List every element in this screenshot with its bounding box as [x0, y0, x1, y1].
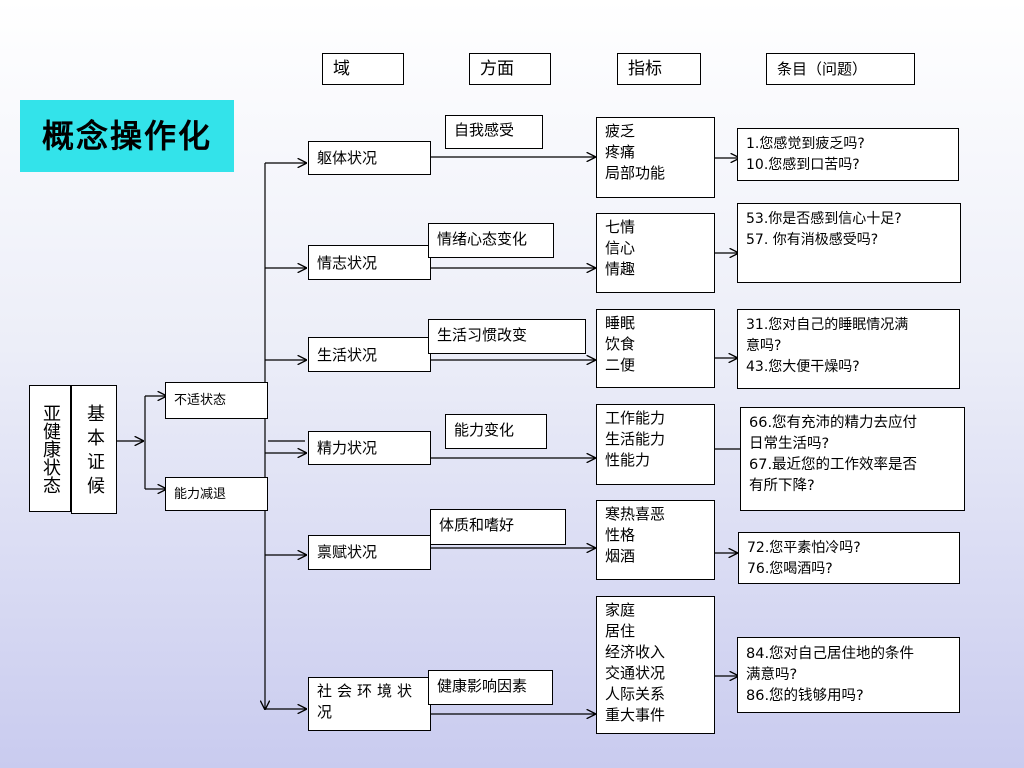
state-decline: 能力减退 — [165, 477, 268, 511]
item-box-1: 1.您感觉到疲乏吗? 10.您感到口苦吗? — [737, 128, 959, 181]
aspect-box-5: 体质和嗜好 — [430, 509, 566, 545]
indicator-item: 二便 — [605, 356, 636, 374]
item-box-4: 66.您有充沛的精力去应付 日常生活吗? 67.最近您的工作效率是否 有所下降? — [740, 407, 965, 511]
indicator-item: 工作能力 — [605, 409, 666, 427]
item-box-3: 31.您对自己的睡眠情况满 意吗? 43.您大便干燥吗? — [737, 309, 960, 389]
domain-box-3: 生活状况 — [308, 337, 431, 372]
indicator-item: 家庭 — [605, 601, 636, 619]
indicator-box-4: 工作能力 生活能力 性能力 — [596, 404, 715, 485]
question-line: 1.您感觉到疲乏吗? — [746, 136, 865, 152]
aspect-box-3: 生活习惯改变 — [428, 319, 586, 354]
question-line: 66.您有充沛的精力去应付 — [749, 415, 918, 431]
domain-box-6: 社会环境状况 — [308, 677, 431, 731]
indicator-box-1: 疲乏 疼痛 局部功能 — [596, 117, 715, 198]
aspect-box-6: 健康影响因素 — [428, 670, 553, 705]
indicator-item: 烟酒 — [605, 547, 636, 565]
indicator-item: 疼痛 — [605, 143, 636, 161]
indicator-box-6: 家庭 居住 经济收入 交通状况 人际关系 重大事件 — [596, 596, 715, 734]
indicator-item: 寒热喜恶 — [605, 505, 666, 523]
question-line: 10.您感到口苦吗? — [746, 157, 860, 173]
aspect-box-1: 自我感受 — [445, 115, 543, 149]
item-box-5: 72.您平素怕冷吗? 76.您喝酒吗? — [738, 532, 960, 584]
indicator-item: 情趣 — [605, 260, 636, 278]
question-line: 72.您平素怕冷吗? — [747, 540, 861, 556]
basic-syndrome-box: 基本证候 — [71, 385, 117, 514]
question-line: 84.您对自己居住地的条件 — [746, 646, 915, 662]
subhealth-box: 亚健康状态 — [29, 385, 71, 512]
domain-box-4: 精力状况 — [308, 431, 431, 465]
indicator-item: 七情 — [605, 218, 636, 236]
question-line: 76.您喝酒吗? — [747, 561, 833, 577]
indicator-item: 疲乏 — [605, 122, 636, 140]
indicator-item: 饮食 — [605, 335, 636, 353]
domain-box-1: 躯体状况 — [308, 141, 431, 175]
question-line: 57. 你有消极感受吗? — [746, 232, 879, 248]
question-line: 31.您对自己的睡眠情况满 — [746, 317, 909, 333]
header-aspect: 方面 — [469, 53, 551, 85]
question-line: 86.您的钱够用吗? — [746, 688, 864, 704]
question-line: 有所下降? — [749, 478, 815, 494]
indicator-item: 睡眠 — [605, 314, 636, 332]
header-indicator: 指标 — [617, 53, 701, 85]
indicator-item: 性格 — [605, 526, 636, 544]
header-domain: 域 — [322, 53, 404, 85]
header-item: 条目（问题） — [766, 53, 915, 85]
state-discomfort: 不适状态 — [165, 382, 268, 419]
indicator-item: 交通状况 — [605, 664, 666, 682]
question-line: 67.最近您的工作效率是否 — [749, 457, 918, 473]
indicator-item: 重大事件 — [605, 706, 666, 724]
aspect-box-2: 情绪心态变化 — [428, 223, 554, 258]
question-line: 日常生活吗? — [749, 436, 830, 452]
question-line: 43.您大便干燥吗? — [746, 359, 860, 375]
indicator-item: 信心 — [605, 239, 636, 257]
indicator-item: 性能力 — [605, 451, 651, 469]
domain-box-5: 禀赋状况 — [308, 535, 431, 570]
indicator-item: 居住 — [605, 622, 636, 640]
basic-syndrome-label: 基本证候 — [84, 404, 105, 500]
aspect-box-4: 能力变化 — [445, 414, 547, 449]
indicator-box-5: 寒热喜恶 性格 烟酒 — [596, 500, 715, 580]
indicator-item: 生活能力 — [605, 430, 666, 448]
page-title: 概念操作化 — [20, 100, 234, 172]
question-line: 53.你是否感到信心十足? — [746, 211, 902, 227]
domain-box-2: 情志状况 — [308, 245, 431, 280]
indicator-box-3: 睡眠 饮食 二便 — [596, 309, 715, 388]
indicator-item: 局部功能 — [605, 164, 666, 182]
indicator-box-2: 七情 信心 情趣 — [596, 213, 715, 293]
item-box-2: 53.你是否感到信心十足? 57. 你有消极感受吗? — [737, 203, 961, 283]
item-box-6: 84.您对自己居住地的条件 满意吗? 86.您的钱够用吗? — [737, 637, 960, 713]
indicator-item: 人际关系 — [605, 685, 666, 703]
question-line: 满意吗? — [746, 667, 798, 683]
question-line: 意吗? — [746, 338, 782, 354]
subhealth-label: 亚健康状态 — [40, 404, 61, 494]
indicator-item: 经济收入 — [605, 643, 666, 661]
